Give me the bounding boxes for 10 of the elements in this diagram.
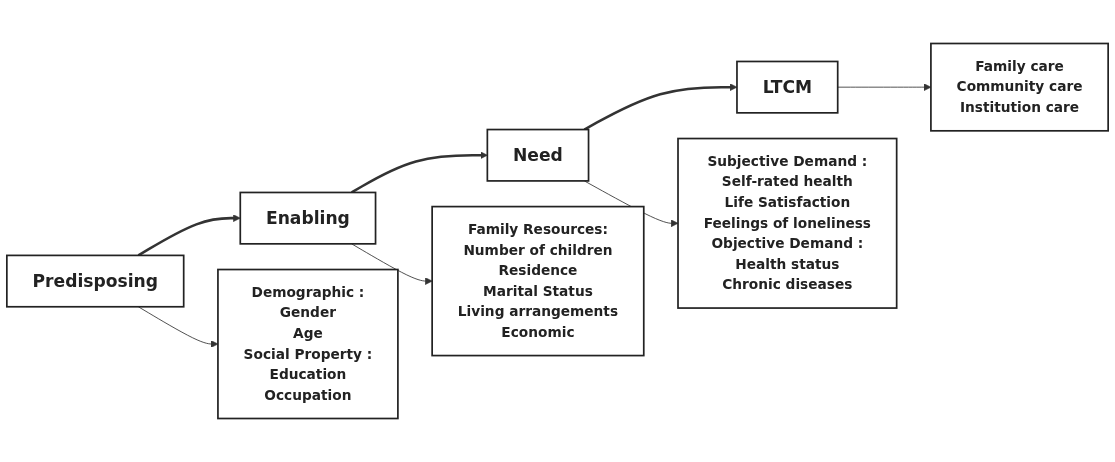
node-box: Predisposing bbox=[6, 254, 185, 308]
node-box: Demographic : Gender Age Social Property : Education Occupation bbox=[217, 268, 399, 420]
arrow bbox=[137, 214, 241, 257]
node-box: Subjective Demand : Self-rated health Life Satisfaction Feelings of loneliness Objective Demand : Health status Chronic diseases bbox=[677, 137, 898, 309]
node-box: Family Resources: Number of children Residence Marital Status Living arrangements Economic bbox=[431, 205, 645, 357]
node-box: LTCM bbox=[736, 60, 839, 114]
node-box: Need bbox=[486, 128, 590, 182]
arrow bbox=[350, 151, 488, 194]
node-box: Enabling bbox=[239, 191, 377, 245]
node-box: Family care Community care Institution care bbox=[930, 42, 1109, 132]
